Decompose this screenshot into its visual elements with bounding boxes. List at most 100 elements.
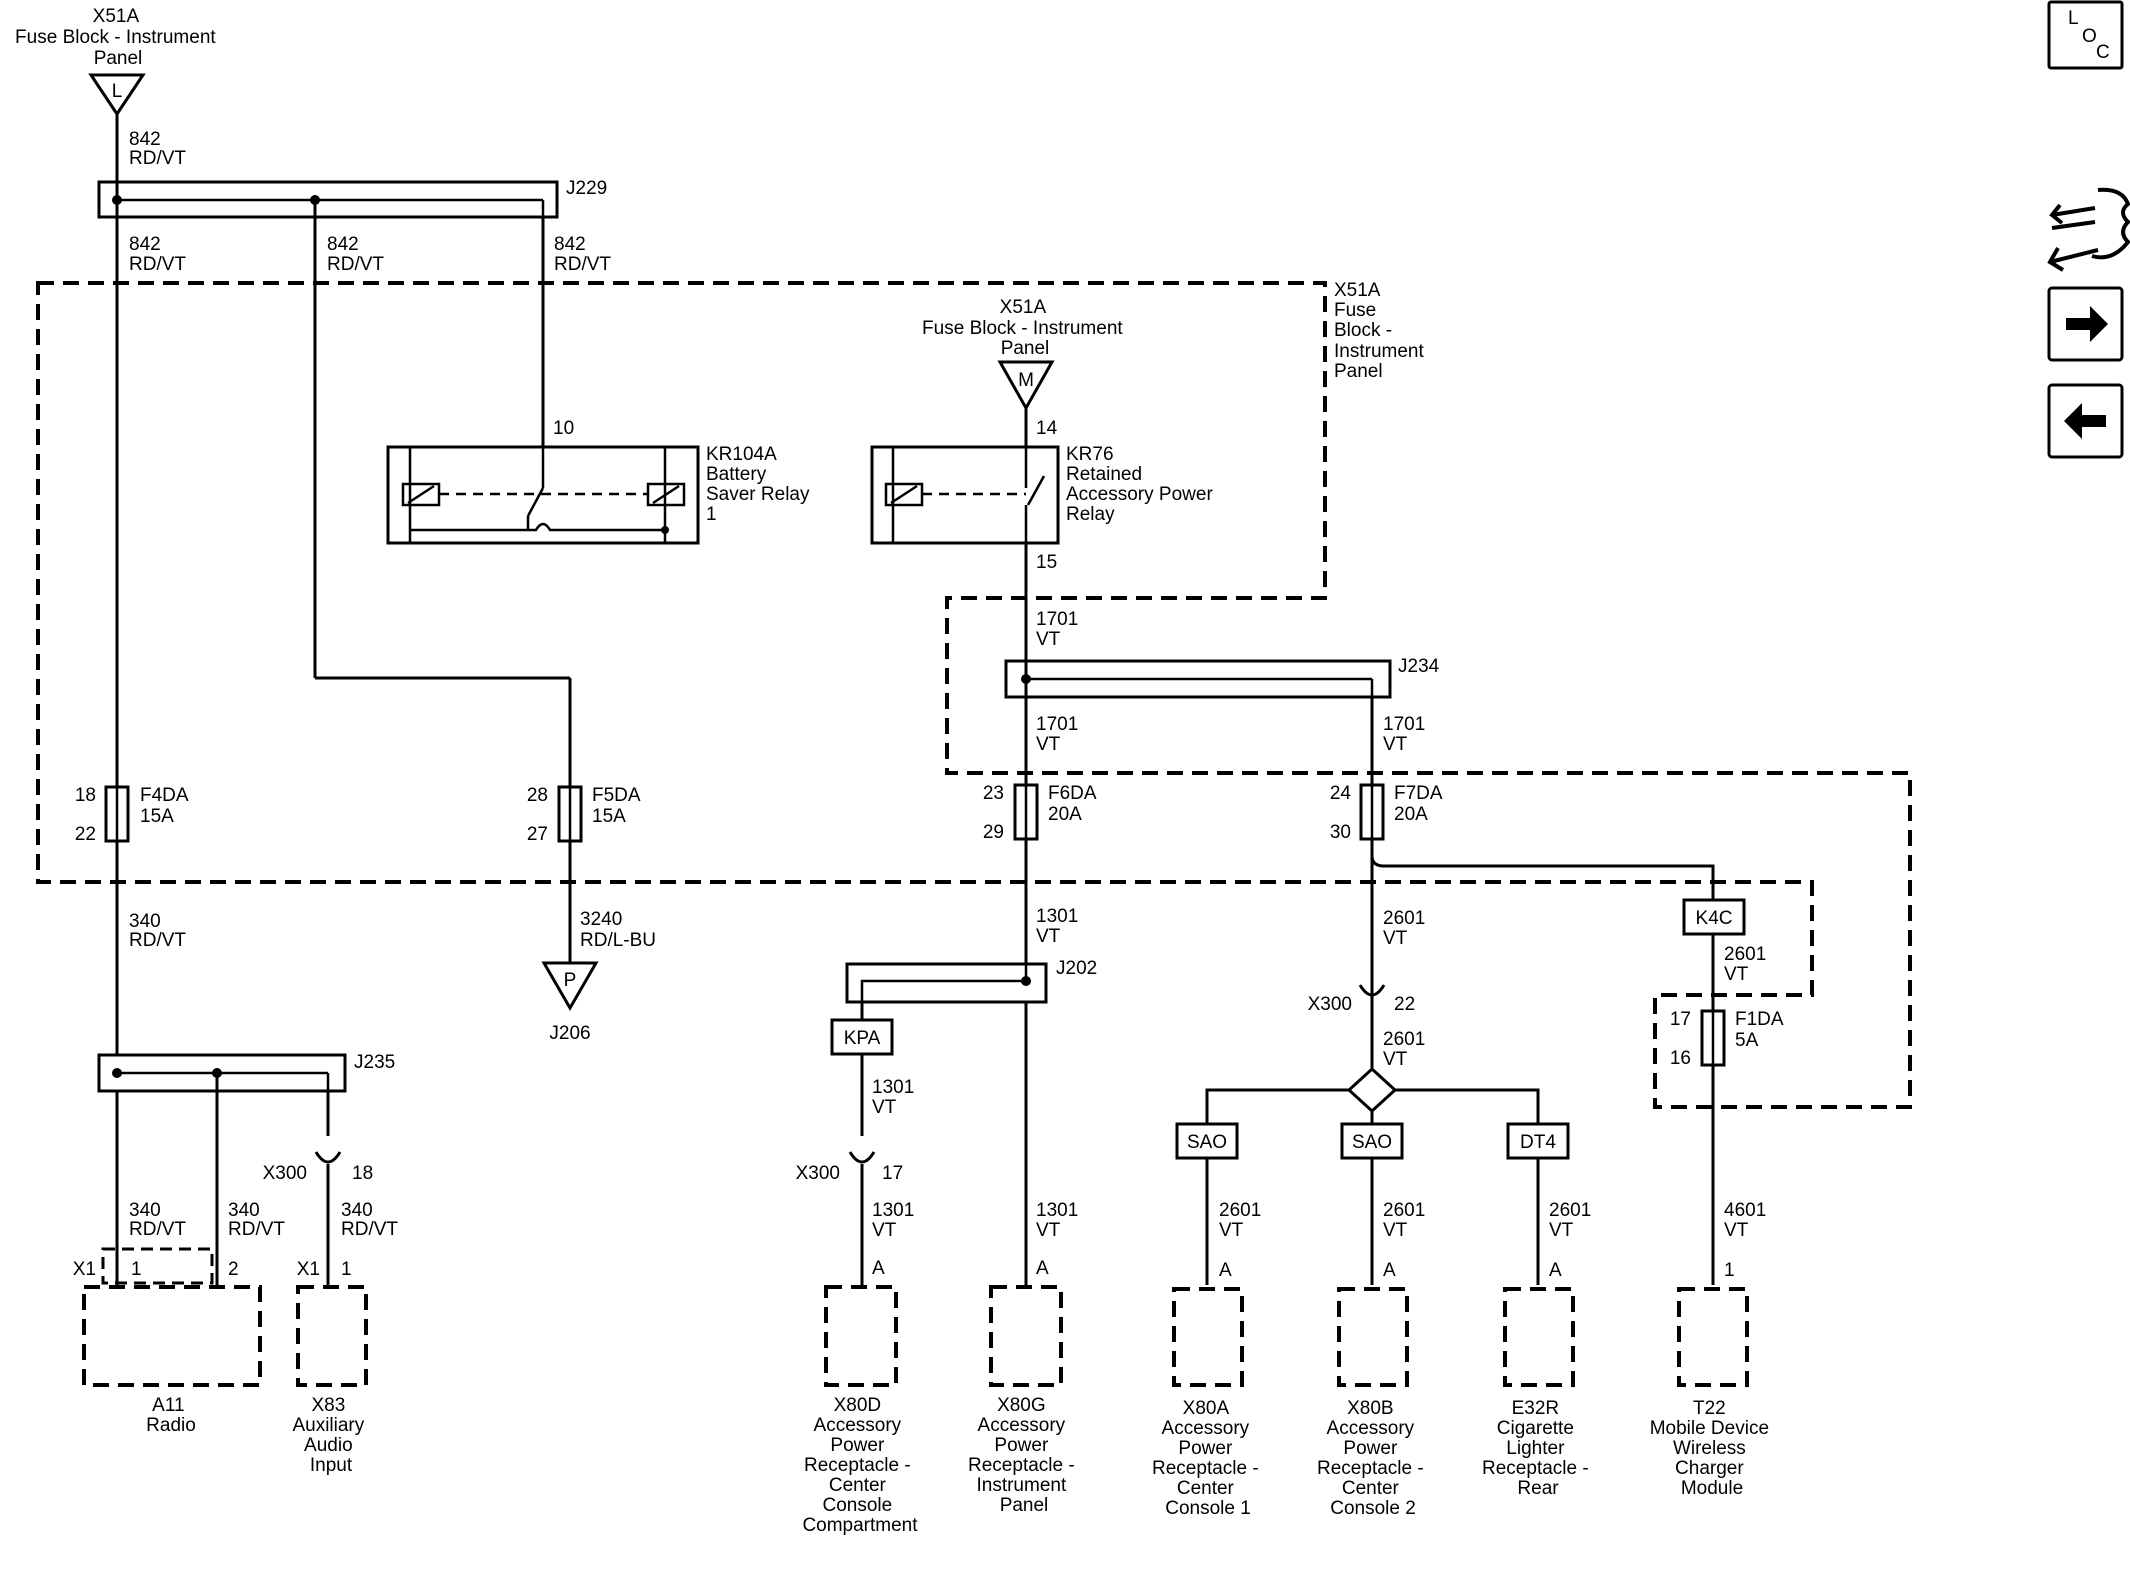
component-e32r-label: E32R Cigarette Lighter Receptacle - Rear xyxy=(1482,1398,1594,1499)
inline-x300-18 xyxy=(314,1151,342,1164)
svg-text:KPA: KPA xyxy=(844,1028,881,1049)
option-kpa xyxy=(830,1018,894,1056)
svg-text:SAO: SAO xyxy=(1352,1132,1392,1153)
svg-text:X1: X1 xyxy=(297,1259,320,1280)
diamond-splice xyxy=(1346,1066,1398,1114)
component-x80a xyxy=(1172,1287,1244,1387)
fuse-f4da: 18 22 F4DA 15A xyxy=(75,785,189,845)
component-x80b xyxy=(1337,1287,1409,1387)
svg-text:A: A xyxy=(1549,1260,1562,1281)
svg-text:1: 1 xyxy=(131,1259,142,1280)
component-x80a-label: X80A Accessory Power Receptacle - Center… xyxy=(1152,1398,1264,1519)
svg-text:18: 18 xyxy=(352,1163,373,1184)
option-k4c xyxy=(1682,898,1746,936)
svg-text:2: 2 xyxy=(228,1259,239,1280)
relay-feed-label: X51A Fuse Block - Instrument Panel xyxy=(922,297,1128,359)
svg-text:F7DA: F7DA xyxy=(1394,783,1443,804)
splice-j229-label: J229 xyxy=(566,178,607,199)
fuse-block-box-label: X51A Fuse Block - Instrument Panel xyxy=(1334,280,1429,382)
svg-text:A: A xyxy=(872,1258,885,1279)
component-t22-label: T22 Mobile Device Wireless Charger Modul… xyxy=(1650,1398,1775,1499)
svg-text:C: C xyxy=(2096,42,2110,63)
connector-m-symbol xyxy=(997,360,1055,412)
svg-text:28: 28 xyxy=(527,785,548,806)
component-x80g-label: X80G Accessory Power Receptacle - Instru… xyxy=(968,1395,1080,1516)
component-t22 xyxy=(1677,1287,1749,1387)
splice-j202 xyxy=(845,962,1048,1004)
arrow-left-icon xyxy=(2064,403,2106,439)
svg-text:X300: X300 xyxy=(263,1163,307,1184)
svg-text:5A: 5A xyxy=(1735,1030,1759,1051)
svg-text:24: 24 xyxy=(1330,783,1352,804)
svg-text:27: 27 xyxy=(527,824,548,845)
component-locator-icon[interactable] xyxy=(2047,187,2130,272)
svg-text:L: L xyxy=(2068,8,2079,29)
loc-button[interactable]: L O C xyxy=(2047,0,2124,70)
svg-text:K4C: K4C xyxy=(1696,908,1733,929)
svg-text:17: 17 xyxy=(882,1163,903,1184)
svg-text:O: O xyxy=(2082,26,2097,47)
component-a11-radio xyxy=(82,1285,262,1387)
splice-j206-label: J206 xyxy=(549,1023,590,1044)
svg-text:22: 22 xyxy=(1394,994,1415,1015)
svg-text:A: A xyxy=(1219,1260,1232,1281)
inline-x300-17 xyxy=(848,1151,876,1164)
svg-text:DT4: DT4 xyxy=(1520,1132,1556,1153)
svg-text:A: A xyxy=(1036,1258,1049,1279)
svg-text:F5DA: F5DA xyxy=(592,785,641,806)
fuse-f6da: 23 29 F6DA 20A xyxy=(983,783,1097,843)
fuse-f7da: 24 30 F7DA 20A xyxy=(1330,783,1443,843)
previous-page-button[interactable] xyxy=(2047,383,2124,459)
component-x83 xyxy=(296,1285,368,1387)
svg-text:15A: 15A xyxy=(592,806,626,827)
svg-text:1: 1 xyxy=(341,1259,352,1280)
svg-text:F4DA: F4DA xyxy=(140,785,189,806)
component-e32r xyxy=(1503,1287,1575,1387)
svg-text:SAO: SAO xyxy=(1187,1132,1227,1153)
svg-text:18: 18 xyxy=(75,785,96,806)
splice-j235-label: J235 xyxy=(354,1052,395,1073)
svg-text:15A: 15A xyxy=(140,806,174,827)
kr76-pin-15: 15 xyxy=(1036,552,1057,573)
inline-x300-22 xyxy=(1358,984,1386,997)
component-x83-label: X83 Auxiliary Audio Input xyxy=(292,1395,369,1476)
svg-text:29: 29 xyxy=(983,822,1004,843)
relay-kr76-label: KR76 Retained Accessory Power Relay xyxy=(1066,444,1218,525)
svg-text:X300: X300 xyxy=(796,1163,840,1184)
next-page-button[interactable] xyxy=(2047,286,2124,362)
svg-text:1: 1 xyxy=(1724,1260,1735,1281)
top-connector-label: X51A Fuse Block - Instrument Panel xyxy=(15,6,221,69)
svg-text:F6DA: F6DA xyxy=(1048,783,1097,804)
svg-text:X300: X300 xyxy=(1308,994,1352,1015)
kr104a-pin-10: 10 xyxy=(553,418,574,439)
connector-l-pin: L xyxy=(112,81,123,102)
connector-p-pin: P xyxy=(564,970,577,991)
connector-p-symbol xyxy=(541,961,599,1011)
svg-text:17: 17 xyxy=(1670,1009,1691,1030)
splice-j234-label: J234 xyxy=(1398,656,1440,677)
connector-l-symbol xyxy=(88,73,146,117)
svg-text:X1: X1 xyxy=(73,1259,96,1280)
splice-j202-label: J202 xyxy=(1056,958,1097,979)
option-sao-2 xyxy=(1340,1122,1404,1160)
svg-text:30: 30 xyxy=(1330,822,1351,843)
fuse-f5da: 28 27 F5DA 15A xyxy=(527,785,641,845)
